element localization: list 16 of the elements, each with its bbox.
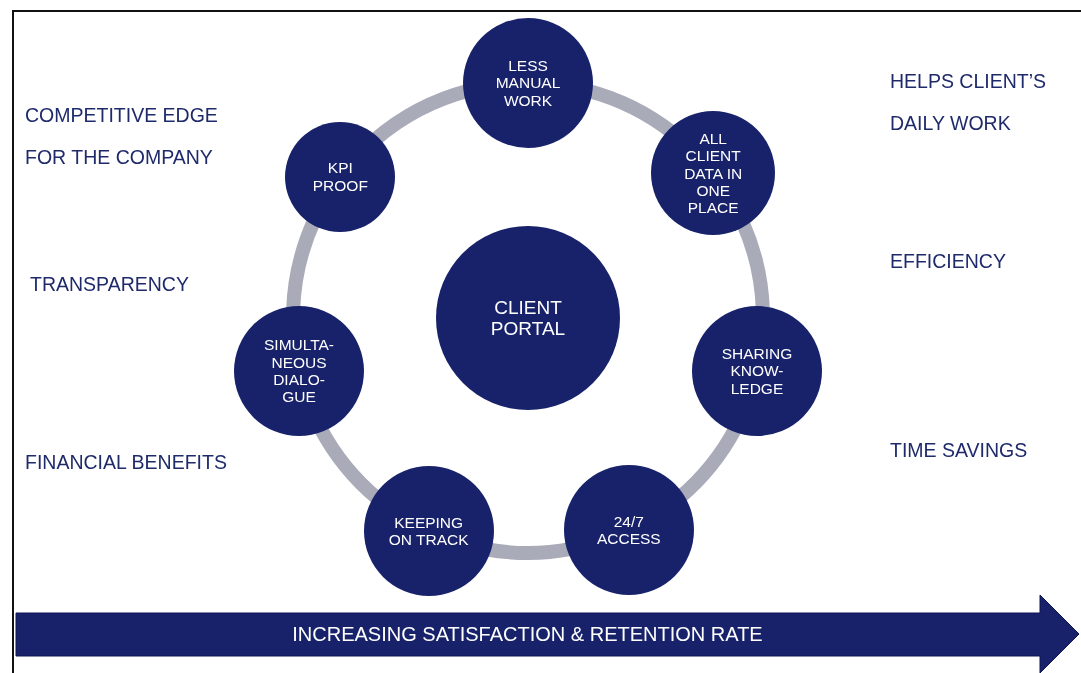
circle-label: ALL CLIENT DATA IN ONE PLACE bbox=[683, 129, 744, 217]
benefit-label: COMPETITIVE EDGE FOR THE COMPANY bbox=[25, 103, 219, 170]
circle-label: KPI PROOF bbox=[311, 159, 369, 194]
circle-label: KEEPING ON TRACK bbox=[387, 513, 470, 549]
benefit-label: EFFICIENCY bbox=[890, 249, 1007, 274]
benefit-label: FINANCIAL BENEFITS bbox=[25, 450, 228, 475]
benefit-label: HELPS CLIENT’S DAILY WORK bbox=[890, 69, 1048, 136]
benefit-label: TRANSPARENCY bbox=[30, 272, 190, 297]
circle-label: SIMULTA- NEOUS DIALO- GUE bbox=[263, 336, 336, 406]
circle-label: CLIENT PORTAL bbox=[489, 296, 567, 340]
circle-label: 24/7 ACCESS bbox=[595, 512, 662, 548]
benefit-label: TIME SAVINGS bbox=[890, 438, 1029, 463]
progress-arrow bbox=[15, 594, 1080, 673]
circle-label: SHARING KNOW- LEDGE bbox=[720, 344, 794, 397]
circle-label: LESS MANUAL WORK bbox=[494, 56, 562, 110]
arrow-label: INCREASING SATISFACTION & RETENTION RATE bbox=[292, 622, 763, 646]
